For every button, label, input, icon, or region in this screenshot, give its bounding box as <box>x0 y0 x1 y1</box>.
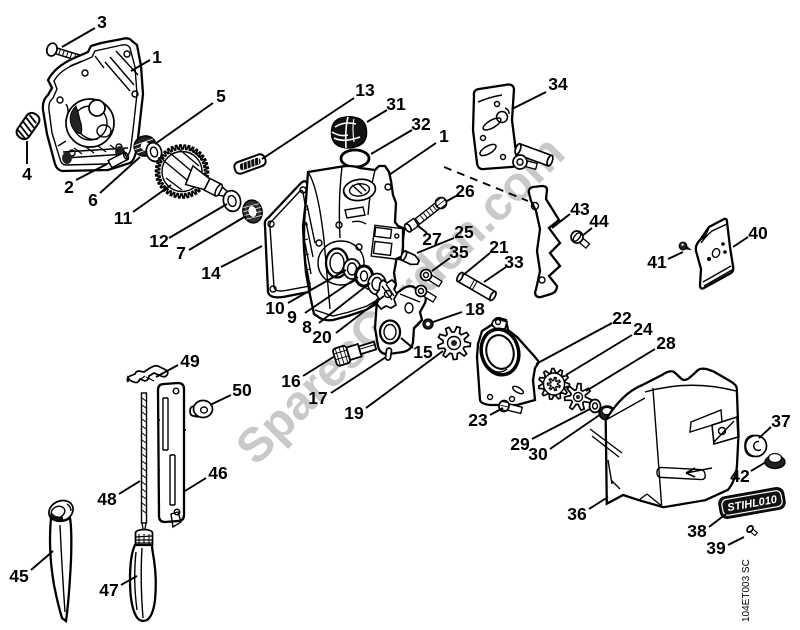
svg-text:25: 25 <box>454 222 474 242</box>
svg-text:7: 7 <box>176 243 186 263</box>
svg-text:41: 41 <box>647 252 667 272</box>
svg-text:27: 27 <box>422 229 441 249</box>
svg-text:49: 49 <box>180 351 200 371</box>
svg-text:44: 44 <box>589 211 609 231</box>
svg-text:3: 3 <box>97 12 107 32</box>
svg-text:12: 12 <box>149 231 169 251</box>
svg-text:4: 4 <box>22 164 32 184</box>
svg-text:13: 13 <box>355 80 375 100</box>
svg-text:33: 33 <box>504 252 524 272</box>
svg-text:37: 37 <box>771 411 790 431</box>
svg-text:104ET003 SC: 104ET003 SC <box>741 559 752 622</box>
svg-text:23: 23 <box>468 410 488 430</box>
svg-text:10: 10 <box>265 298 285 318</box>
svg-text:21: 21 <box>489 237 509 257</box>
svg-text:50: 50 <box>232 380 252 400</box>
svg-text:1: 1 <box>152 47 162 67</box>
svg-text:18: 18 <box>465 299 485 319</box>
svg-text:9: 9 <box>287 307 297 327</box>
svg-text:47: 47 <box>99 580 118 600</box>
svg-text:19: 19 <box>344 403 364 423</box>
svg-text:31: 31 <box>386 94 406 114</box>
svg-text:40: 40 <box>748 223 768 243</box>
svg-text:11: 11 <box>114 208 133 228</box>
svg-text:1: 1 <box>439 126 449 146</box>
svg-text:30: 30 <box>528 444 548 464</box>
svg-text:15: 15 <box>413 342 433 362</box>
svg-text:48: 48 <box>97 489 117 509</box>
svg-text:43: 43 <box>570 199 590 219</box>
svg-text:45: 45 <box>9 566 29 586</box>
svg-text:6: 6 <box>88 190 98 210</box>
svg-text:39: 39 <box>706 538 726 558</box>
svg-text:8: 8 <box>302 317 312 337</box>
svg-text:5: 5 <box>216 86 226 106</box>
svg-text:22: 22 <box>612 308 632 328</box>
svg-text:46: 46 <box>208 463 228 483</box>
svg-text:38: 38 <box>687 521 707 541</box>
svg-text:2: 2 <box>64 177 74 197</box>
svg-text:26: 26 <box>455 181 475 201</box>
svg-text:28: 28 <box>656 333 676 353</box>
svg-text:32: 32 <box>411 114 431 134</box>
svg-text:34: 34 <box>548 74 568 94</box>
svg-text:14: 14 <box>201 263 221 283</box>
svg-text:29: 29 <box>510 434 530 454</box>
svg-text:17: 17 <box>308 388 327 408</box>
svg-text:35: 35 <box>449 242 469 262</box>
svg-text:20: 20 <box>312 327 332 347</box>
svg-text:42: 42 <box>730 466 750 486</box>
svg-text:24: 24 <box>633 319 653 339</box>
svg-text:16: 16 <box>281 371 301 391</box>
svg-text:36: 36 <box>567 504 587 524</box>
